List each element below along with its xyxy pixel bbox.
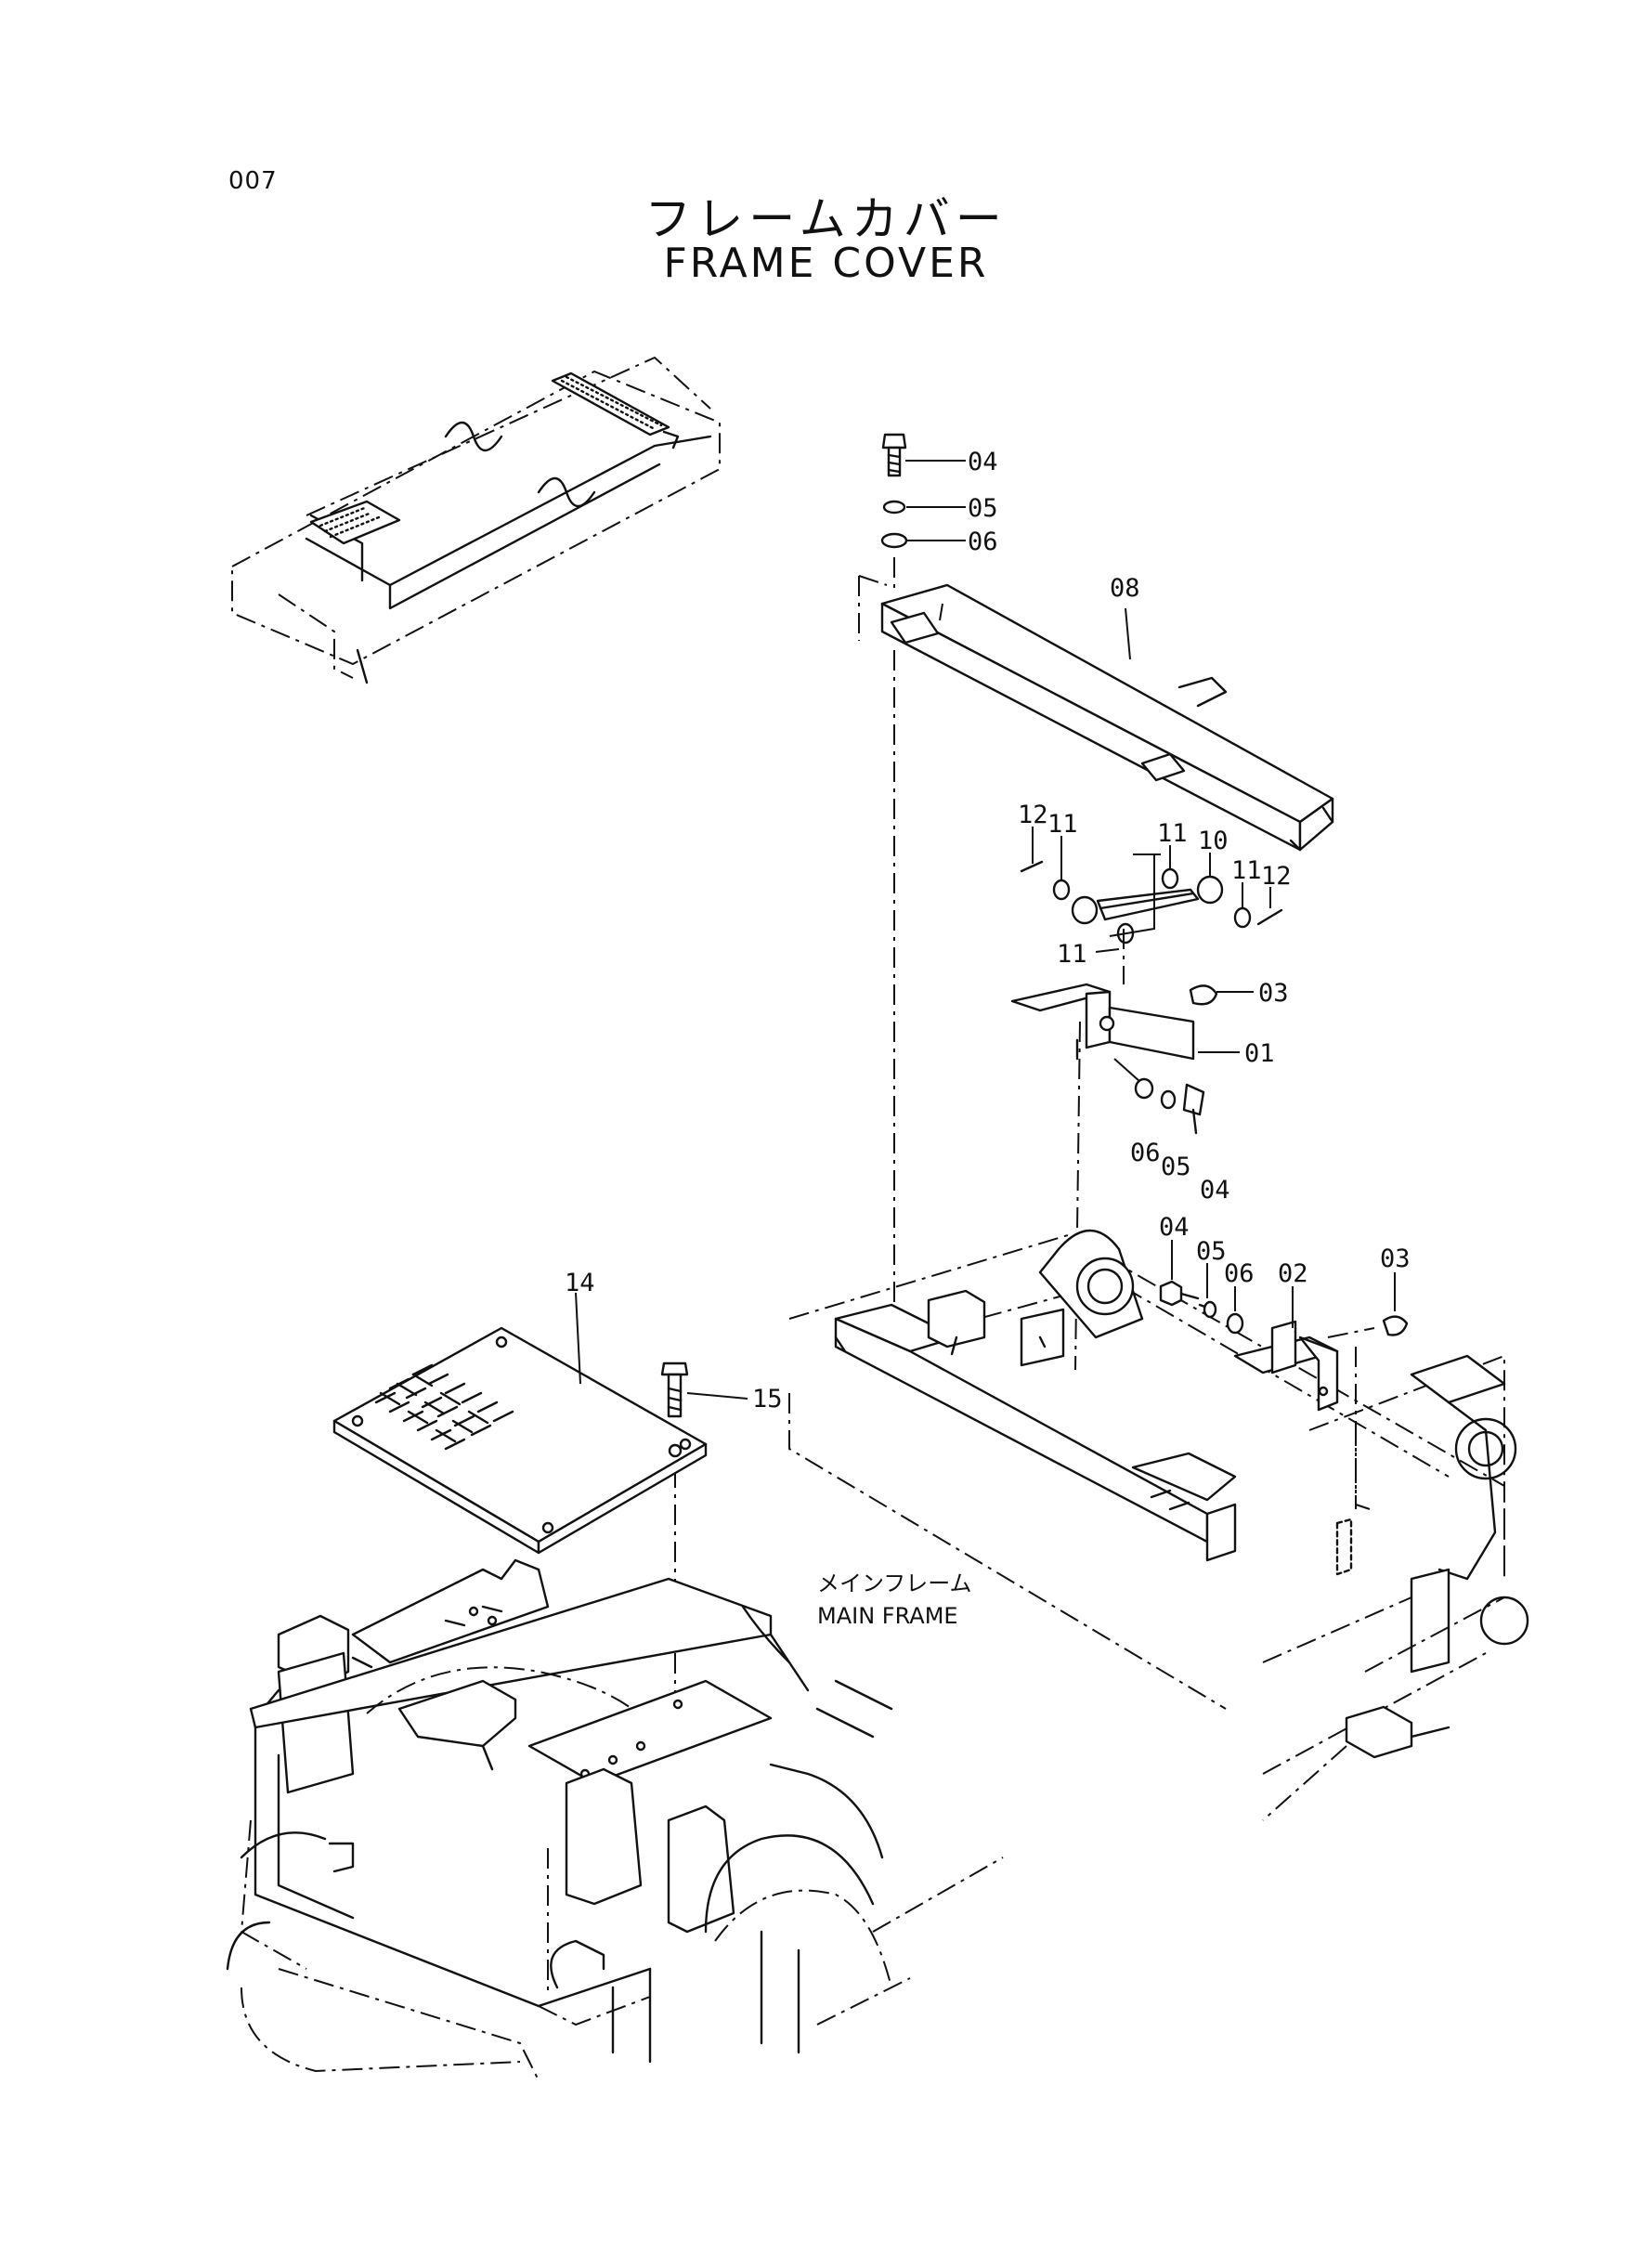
- callout-14: 14: [565, 1269, 595, 1297]
- main-frame-right: [788, 1229, 1529, 1821]
- overview-inset: [231, 356, 721, 684]
- callout-03-low: 03: [1380, 1244, 1411, 1273]
- overview-cover-right: [551, 371, 670, 436]
- callout-05-top: 05: [968, 494, 998, 523]
- bracket-01: [1010, 929, 1254, 1135]
- callout-labels: 04 05 06 08 12 11 11 10 11 12 11 03 01 0…: [565, 448, 1411, 1414]
- callout-12-left: 12: [1018, 801, 1048, 829]
- callout-06-top: 06: [968, 528, 998, 556]
- callout-05-low: 05: [1196, 1237, 1227, 1266]
- tread-pattern: [374, 1363, 514, 1451]
- main-frame-label-english: MAIN FRAME: [817, 1603, 958, 1629]
- hinge-pin-assembly: [1020, 827, 1283, 953]
- callout-05-mid: 05: [1161, 1153, 1191, 1181]
- overview-cover-left: [309, 500, 401, 545]
- main-frame-label-japanese: メインフレーム: [817, 1570, 972, 1596]
- callout-11-b: 11: [1157, 819, 1188, 848]
- callout-04-mid: 04: [1200, 1176, 1230, 1205]
- bolt-stack-top: [880, 433, 966, 594]
- callout-04-top: 04: [968, 448, 998, 476]
- callout-06-low: 06: [1224, 1259, 1255, 1288]
- page-number: 007: [228, 167, 278, 195]
- callout-12-right: 12: [1261, 862, 1292, 891]
- callout-11-c: 11: [1231, 856, 1262, 885]
- bolt-15: [575, 1292, 748, 1458]
- main-frame-bottom-left: [226, 1558, 1004, 2081]
- callout-02: 02: [1278, 1259, 1308, 1288]
- floor-plate-14: [332, 1326, 708, 1555]
- callout-01: 01: [1244, 1039, 1275, 1068]
- callout-15: 15: [752, 1385, 783, 1414]
- callout-11-d: 11: [1057, 940, 1087, 969]
- callout-11-a: 11: [1047, 810, 1078, 839]
- callout-06-mid: 06: [1130, 1139, 1161, 1167]
- callout-10: 10: [1198, 827, 1229, 855]
- page-title-japanese: フレームカバー: [644, 192, 1008, 246]
- main-frame-label: メインフレーム MAIN FRAME: [817, 1570, 972, 1629]
- page-title-english: FRAME COVER: [663, 240, 989, 287]
- bracket-02-assembly: [1159, 1240, 1409, 1412]
- cover-08: [858, 575, 1334, 852]
- callout-04-low: 04: [1159, 1213, 1190, 1242]
- callout-03-upper: 03: [1258, 979, 1289, 1008]
- callout-08: 08: [1110, 574, 1140, 603]
